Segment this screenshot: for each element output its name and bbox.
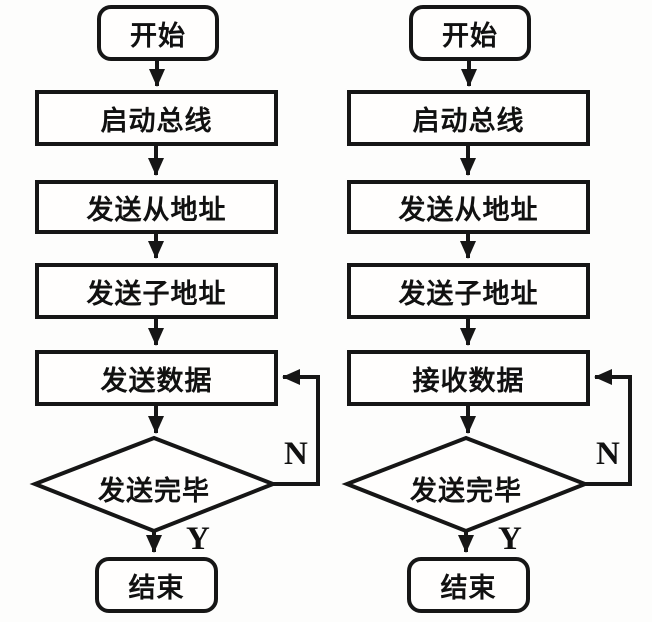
node-label: 结束 [440, 572, 497, 603]
node-start-bus: 启动总线 [35, 90, 278, 146]
connector-lines-send [29, 60, 320, 553]
flowchart-receive-data: 开始 启动总线 发送从地址 发送子地址 接收数据 发送完毕 N Y 结束 [312, 0, 646, 622]
loop-no-branch [585, 369, 632, 486]
node-end: 结束 [95, 557, 218, 613]
branch-label-no: N [596, 436, 620, 472]
node-start: 开始 [409, 5, 531, 61]
node-send-sub-address: 发送子地址 [347, 263, 590, 319]
node-label: 结束 [128, 572, 185, 603]
decision-label: 发送完毕 [98, 476, 210, 506]
node-label: 发送数据 [100, 365, 213, 396]
node-label: 启动总线 [412, 105, 525, 136]
node-label: 接收数据 [412, 365, 525, 396]
node-send-sub-address: 发送子地址 [35, 263, 278, 319]
branch-label-yes: Y [498, 521, 522, 557]
node-label: 发送子地址 [398, 278, 539, 309]
node-send-slave-address: 发送从地址 [347, 180, 590, 234]
node-send-data: 发送数据 [35, 350, 278, 406]
decision-label: 发送完毕 [410, 476, 522, 506]
node-label: 发送子地址 [86, 278, 227, 309]
node-start-bus: 启动总线 [347, 90, 590, 146]
loop-no-branch [273, 369, 320, 486]
node-label: 发送从地址 [398, 194, 539, 225]
connector-lines-receive [341, 60, 632, 553]
node-label: 发送从地址 [86, 194, 227, 225]
node-label: 开始 [130, 20, 186, 51]
node-send-slave-address: 发送从地址 [35, 180, 278, 234]
node-label: 启动总线 [100, 105, 213, 136]
node-label: 开始 [442, 20, 498, 51]
node-start: 开始 [97, 5, 219, 61]
flowchart-send-data: 开始 启动总线 发送从地址 发送子地址 发送数据 发送完毕 N Y 结束 [29, 5, 320, 613]
branch-label-yes: Y [186, 521, 210, 557]
branch-label-no: N [284, 436, 308, 472]
node-end: 结束 [407, 557, 530, 613]
node-receive-data: 接收数据 [347, 350, 590, 406]
